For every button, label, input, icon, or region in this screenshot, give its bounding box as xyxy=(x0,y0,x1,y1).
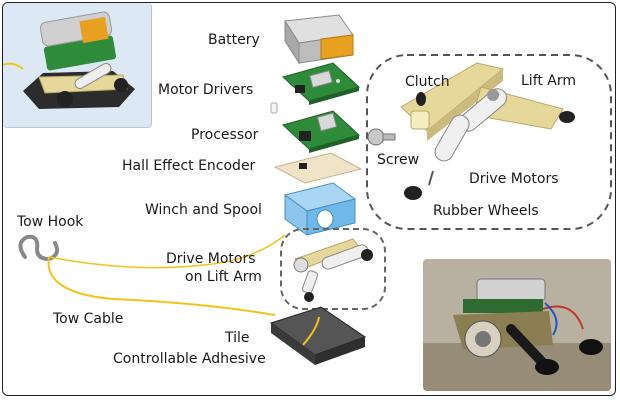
assembled-robot-inset xyxy=(3,3,152,128)
label-screw: Screw xyxy=(377,152,420,168)
processor-part xyxy=(282,110,360,153)
tow-hook-part xyxy=(18,234,59,262)
screw-detail xyxy=(367,128,396,146)
label-battery: Battery xyxy=(208,32,260,48)
label-motor-drivers: Motor Drivers xyxy=(158,82,254,98)
assembled-robot-image xyxy=(3,11,135,109)
label-tile: Tile xyxy=(225,330,250,346)
label-lift-arm: Lift Arm xyxy=(521,73,577,89)
spacer-part xyxy=(270,102,278,114)
label-processor: Processor xyxy=(191,127,259,143)
label-rubber-wheels: Rubber Wheels xyxy=(433,203,539,219)
small-lift-arm-assembly xyxy=(293,238,373,302)
exploded-view-art xyxy=(18,14,612,365)
robot-photo-image xyxy=(423,259,611,391)
label-hall-effect-encoder: Hall Effect Encoder xyxy=(122,158,256,174)
winch-and-spool-part xyxy=(283,182,357,236)
robot-photo-inset xyxy=(423,259,611,391)
label-tow-hook: Tow Hook xyxy=(17,214,84,230)
diagram-frame: Battery Motor Drivers Processor Hall Eff… xyxy=(2,2,616,396)
hall-effect-encoder-part xyxy=(273,152,363,184)
label-drive-motors-on-lift-arm-2: on Lift Arm xyxy=(185,269,262,285)
tile-part xyxy=(269,306,367,365)
label-drive-motors: Drive Motors xyxy=(469,171,559,187)
battery-part xyxy=(284,14,354,65)
drive-motors-on-lift-arm-group xyxy=(280,228,386,310)
label-winch-and-spool: Winch and Spool xyxy=(145,202,262,218)
tow-cable xyxy=(47,256,276,316)
label-tow-cable: Tow Cable xyxy=(53,311,124,327)
label-drive-motors-on-lift-arm-1: Drive Motors xyxy=(166,251,256,267)
label-clutch: Clutch xyxy=(405,74,450,90)
lift-arm-detail xyxy=(400,62,575,200)
motor-drivers-part xyxy=(282,62,360,105)
label-controllable-adhesive: Controllable Adhesive xyxy=(113,351,266,367)
